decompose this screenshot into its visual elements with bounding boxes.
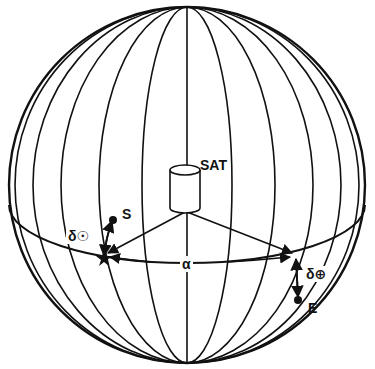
satellite-cylinder — [170, 165, 200, 213]
meridian — [187, 7, 313, 363]
meridian — [15, 7, 187, 363]
declination-arrow — [296, 259, 298, 297]
declination-arrow — [296, 259, 298, 297]
sphere-outline — [9, 7, 365, 363]
right-ascension-label: α — [180, 256, 193, 272]
meridian — [61, 7, 187, 363]
meridian — [33, 7, 187, 363]
star-mark — [96, 250, 112, 266]
alpha-arrow — [228, 257, 290, 262]
satellite-label: SAT — [198, 157, 229, 173]
sun-declination-label: δ☉ — [66, 228, 91, 244]
sight-line — [187, 212, 292, 253]
earth-declination-label: δ⊕ — [304, 266, 328, 282]
alpha-arrow — [110, 257, 150, 262]
earth-point — [294, 296, 302, 304]
meridian — [187, 7, 341, 363]
declination-arrow — [104, 221, 112, 256]
sun-point — [109, 216, 117, 224]
sight-line — [108, 212, 185, 253]
sun-label: S — [120, 206, 133, 222]
declination-arrow — [104, 221, 112, 256]
earth-label: E — [306, 300, 319, 316]
meridian — [187, 7, 359, 363]
